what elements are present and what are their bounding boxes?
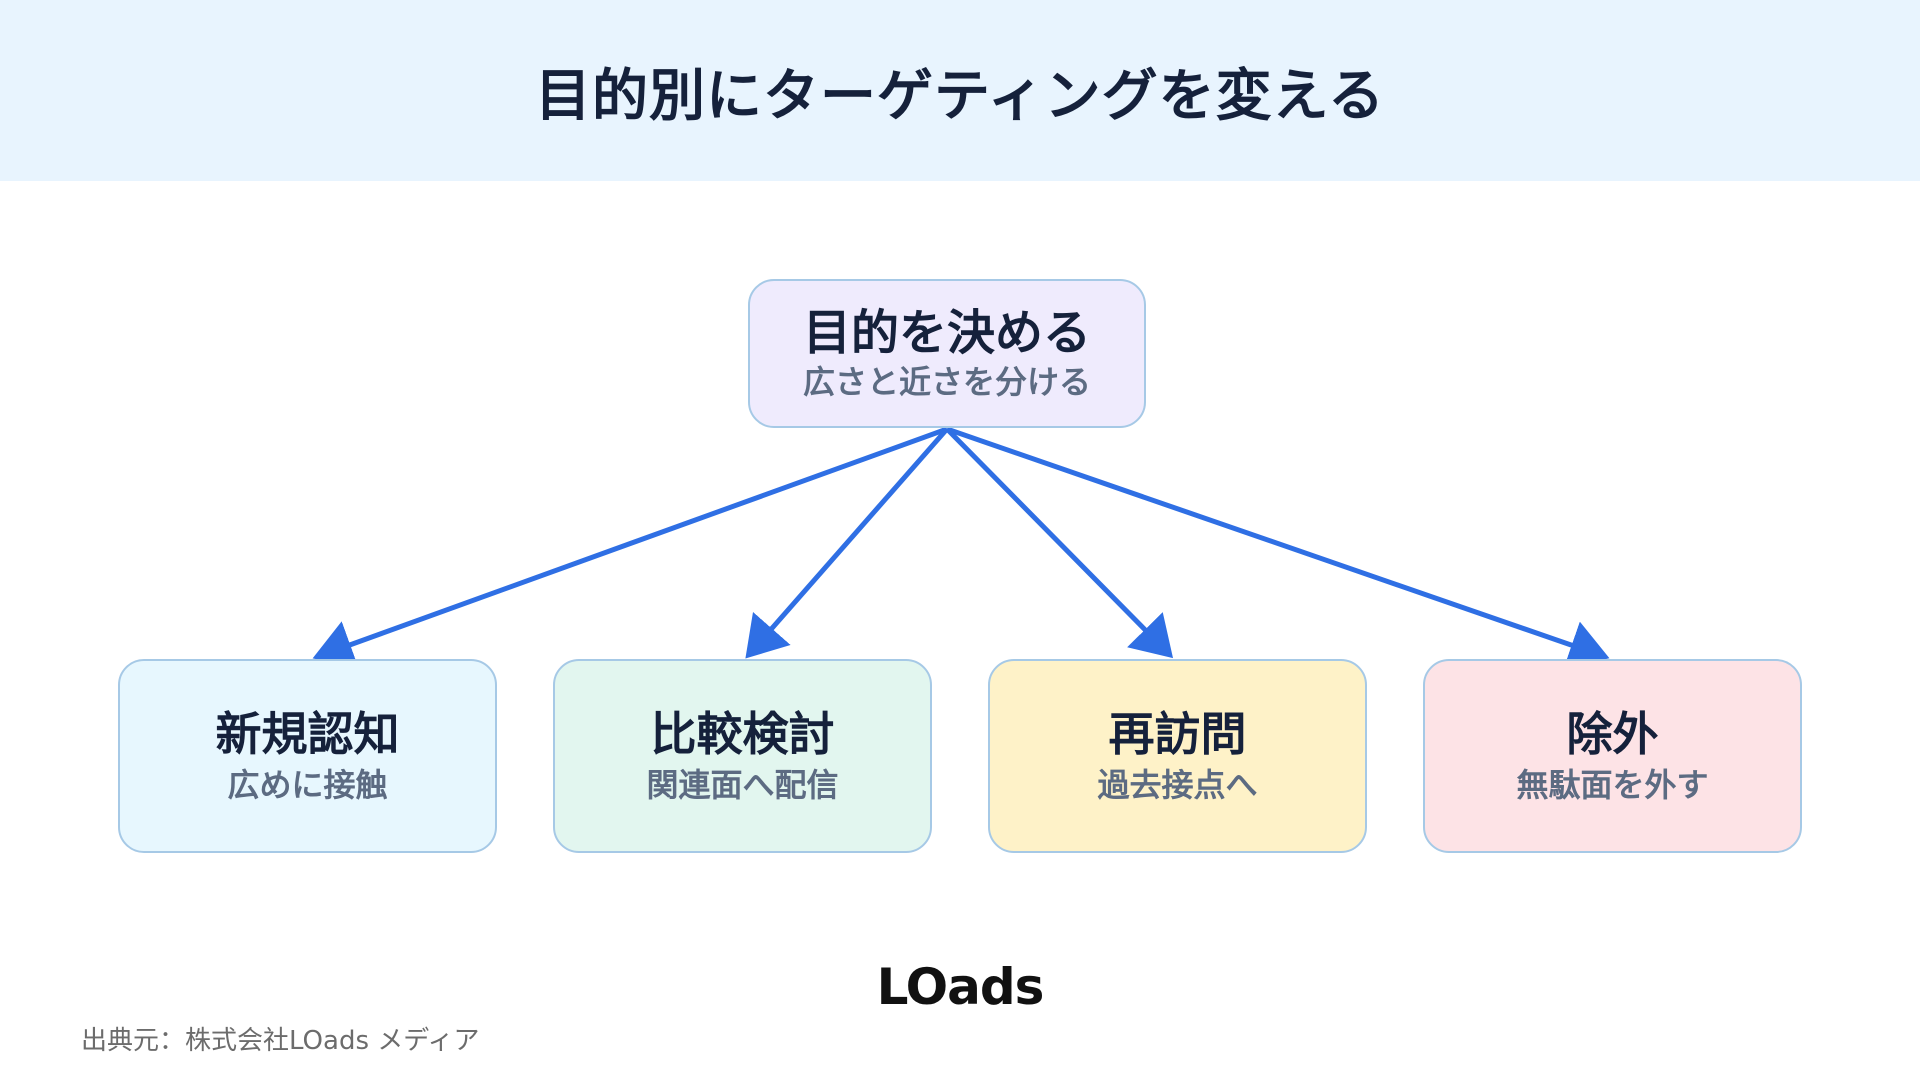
child-node-title: 比較検討 [650,707,835,761]
child-node-subtitle: 広めに接触 [227,766,388,804]
source-credit: 出典元：株式会社LOads メディア [81,1026,480,1056]
arrow-to-new-awareness [312,426,948,669]
child-node-exclusion: 除外 無駄面を外す [1423,659,1802,853]
header-banner: 目的別にターゲティングを変える [0,0,1920,181]
arrow-to-comparison [745,427,949,659]
child-node-subtitle: 関連面へ配信 [646,766,839,804]
root-node-set-goal: 目的を決める 広さと近さを分ける [748,279,1146,428]
child-node-new-awareness: 新規認知 広めに接触 [118,659,497,853]
child-node-title: 再訪問 [1108,707,1247,761]
child-node-title: 新規認知 [215,707,400,761]
arrow-to-revisit [945,427,1174,659]
page-title: 目的別にターゲティングを変える [535,64,1385,129]
child-node-subtitle: 無駄面を外す [1516,766,1709,804]
child-node-revisit: 再訪問 過去接点へ [988,659,1367,853]
brand-logo: LOads [876,958,1045,1016]
arrow-to-exclusion [946,426,1610,669]
child-node-comparison: 比較検討 関連面へ配信 [553,659,932,853]
root-node-title: 目的を決める [802,304,1091,361]
child-node-subtitle: 過去接点へ [1097,766,1258,804]
child-node-title: 除外 [1566,707,1659,761]
root-node-subtitle: 広さと近さを分ける [802,362,1091,401]
